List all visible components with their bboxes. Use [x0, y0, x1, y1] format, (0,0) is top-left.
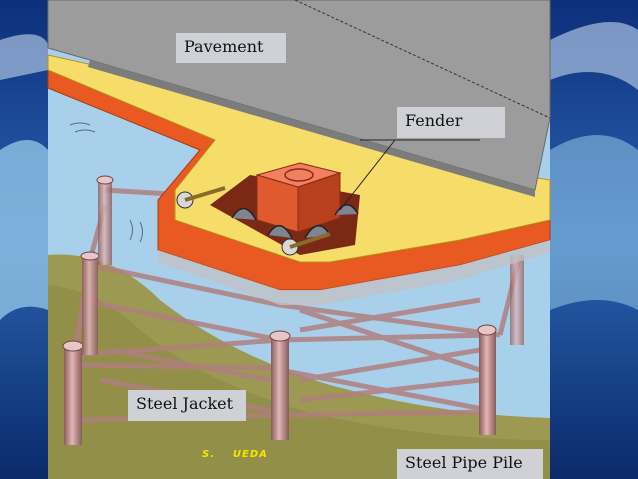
- pile-top: [477, 324, 497, 336]
- water-ripples: [69, 122, 143, 243]
- bollard-block-right: [297, 172, 341, 233]
- fender-unit: [334, 204, 359, 216]
- seabed-shade: [48, 285, 550, 479]
- pile: [82, 255, 98, 355]
- pavement-edge: [88, 60, 535, 197]
- pile: [98, 180, 112, 265]
- mooring-rail: [184, 186, 226, 202]
- background-glow: [0, 140, 48, 320]
- background-cloud: [0, 34, 50, 80]
- background-cloud: [550, 22, 638, 90]
- fender-unit: [231, 207, 257, 221]
- pile-top: [269, 330, 291, 342]
- mooring-rail: [289, 232, 331, 249]
- fender-leader-line: [339, 139, 396, 211]
- author-credit: S. UEDA: [202, 449, 268, 460]
- pile: [510, 255, 524, 345]
- fender-units: [176, 186, 359, 256]
- steel-pipe-piles: [62, 175, 524, 445]
- pile: [64, 345, 82, 445]
- pile: [271, 335, 289, 440]
- label-fender: Fender: [397, 107, 505, 138]
- pile-top: [80, 251, 100, 261]
- bollard-ring: [284, 168, 314, 182]
- fender-unit: [267, 225, 293, 239]
- pile-top: [96, 175, 114, 185]
- pavement-joint: [294, 0, 551, 119]
- label-steel-jacket: Steel Jacket: [128, 390, 246, 421]
- background-glow: [550, 135, 638, 310]
- pile-top: [62, 340, 84, 352]
- pier-deck-underside: [158, 240, 550, 305]
- label-steel-pipe-pile: Steel Pipe Pile: [397, 449, 543, 479]
- pile: [479, 330, 496, 435]
- label-pavement: Pavement: [176, 33, 286, 63]
